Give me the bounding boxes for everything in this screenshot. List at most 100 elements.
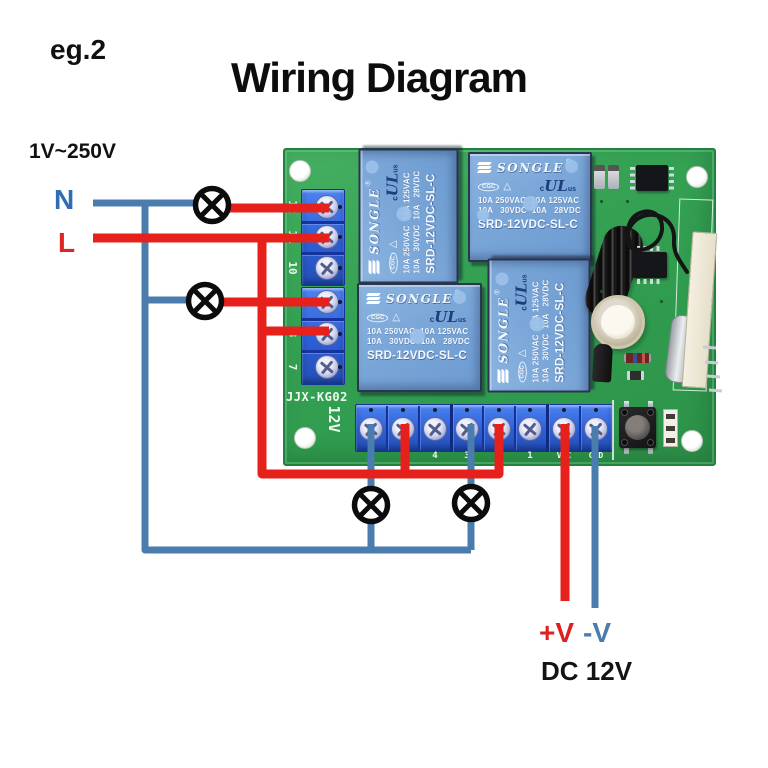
terminal-label-7: 7: [286, 363, 299, 371]
lamp-icon: [192, 185, 232, 225]
wire-hole-dot: [338, 205, 342, 209]
terminal-screw-11: [315, 225, 339, 249]
board-voltage-silkscreen: 12V: [325, 405, 343, 433]
terminal-screw-6: [359, 417, 383, 441]
terminal-screw-10: [315, 256, 339, 280]
dc-polarity-labels: +V -V: [539, 617, 611, 649]
terminal-screw-5: [391, 417, 415, 441]
relay-rating-ac: 10A 250VAC 10A 125VAC: [478, 196, 580, 205]
wire-hole-dot: [497, 408, 501, 412]
relay-part-number: SRD-12VDC-SL-C: [367, 350, 468, 362]
songle-logo-icon: [366, 291, 381, 305]
mounting-hole-bottom-left: [294, 427, 316, 449]
terminal-screw-7: [315, 355, 339, 379]
ic-chip-top: [636, 165, 668, 191]
relay-part-number: SRD-12VDC-SL-C: [554, 281, 566, 382]
terminal-label-9: 9: [286, 298, 299, 306]
terminal-separator: [302, 221, 344, 224]
mounting-hole-top-right: [686, 166, 708, 188]
mold-spot: [528, 316, 544, 332]
warning-triangle-icon: △: [503, 181, 512, 192]
example-tag: eg.2: [50, 34, 107, 65]
terminal-label-1: 1: [527, 451, 533, 461]
resistor-network: [663, 409, 678, 447]
wire-hole-dot: [562, 408, 566, 412]
positive-terminal-label: +V: [539, 617, 575, 648]
terminal-screw-3: [455, 417, 479, 441]
mold-spot: [396, 205, 412, 221]
via-dot: [600, 290, 603, 293]
terminal-screw-gnd: [584, 417, 608, 441]
wire-hole-dot: [369, 408, 373, 412]
ic-pins: [637, 279, 663, 284]
terminal-label-6: 6: [368, 451, 374, 461]
terminal-label-5: 5: [400, 451, 406, 461]
wire-hole-dot: [594, 408, 598, 412]
warning-triangle-icon: △: [516, 348, 527, 357]
terminal-separator: [514, 406, 516, 450]
neutral-label: N: [54, 184, 75, 215]
page-title: Wiring Diagram: [231, 54, 528, 101]
via-dot: [600, 200, 603, 203]
mold-spot: [409, 329, 425, 345]
button-pin: [648, 401, 653, 408]
terminal-label-2: 2: [496, 451, 502, 461]
ac-voltage-range-label: 1V~250V: [29, 140, 116, 163]
diode: [624, 353, 651, 363]
terminal-label-vcc: VCC: [556, 451, 572, 460]
button-cap: [625, 415, 650, 440]
negative-terminal-label: -V: [583, 617, 612, 648]
inductor-coil: [591, 295, 645, 349]
terminal-label-11: 11: [286, 230, 299, 244]
relay-part-number: SRD-12VDC-SL-C: [425, 172, 437, 273]
mold-spot: [365, 160, 378, 173]
wire-hole-dot: [338, 235, 342, 239]
live-label: L: [58, 227, 76, 258]
transistor: [592, 343, 613, 383]
mold-spot: [522, 196, 538, 212]
lamp-icon: [451, 483, 491, 523]
mounting-hole-top-left: [289, 160, 311, 182]
terminal-separator: [302, 318, 344, 321]
songle-logo-icon: [477, 160, 492, 174]
ic-pins: [637, 246, 663, 251]
terminal-screw-8: [315, 322, 339, 346]
terminal-screw-2: [487, 417, 511, 441]
mold-spot: [565, 160, 578, 173]
terminal-screw-12: [315, 195, 339, 219]
cgc-logo-icon: CGC: [517, 360, 526, 382]
silkscreen-line: [612, 400, 614, 460]
smd-resistor: [627, 371, 644, 380]
terminal-separator: [386, 406, 388, 450]
warning-triangle-icon: △: [392, 312, 401, 323]
wire-hole-dot: [401, 408, 405, 412]
cgc-logo-icon: CGC: [367, 313, 389, 322]
button-pin: [648, 447, 653, 454]
terminal-screw-1: [518, 417, 542, 441]
smd-capacitor: [608, 165, 619, 189]
relay-part-number: SRD-12VDC-SL-C: [478, 219, 579, 231]
wire-hole-dot: [338, 300, 342, 304]
wire-hole-dot: [338, 332, 342, 336]
terminal-screw-4: [423, 417, 447, 441]
cgc-logo-icon: CGC: [388, 251, 397, 273]
terminal-separator: [302, 252, 344, 255]
terminal-label-8: 8: [286, 330, 299, 338]
relay-rating-dc: 10A 30VDC 10A 28VDC: [412, 170, 421, 273]
button-pin: [624, 401, 629, 408]
terminal-label-gnd: GND: [588, 451, 604, 460]
smd-capacitor: [594, 165, 605, 189]
mold-spot: [453, 291, 466, 304]
dc-supply-label: DC 12V: [541, 656, 633, 686]
terminal-group-separator: [546, 404, 549, 452]
mounting-hole-bottom-right: [681, 430, 703, 452]
terminal-label-4: 4: [432, 451, 438, 461]
